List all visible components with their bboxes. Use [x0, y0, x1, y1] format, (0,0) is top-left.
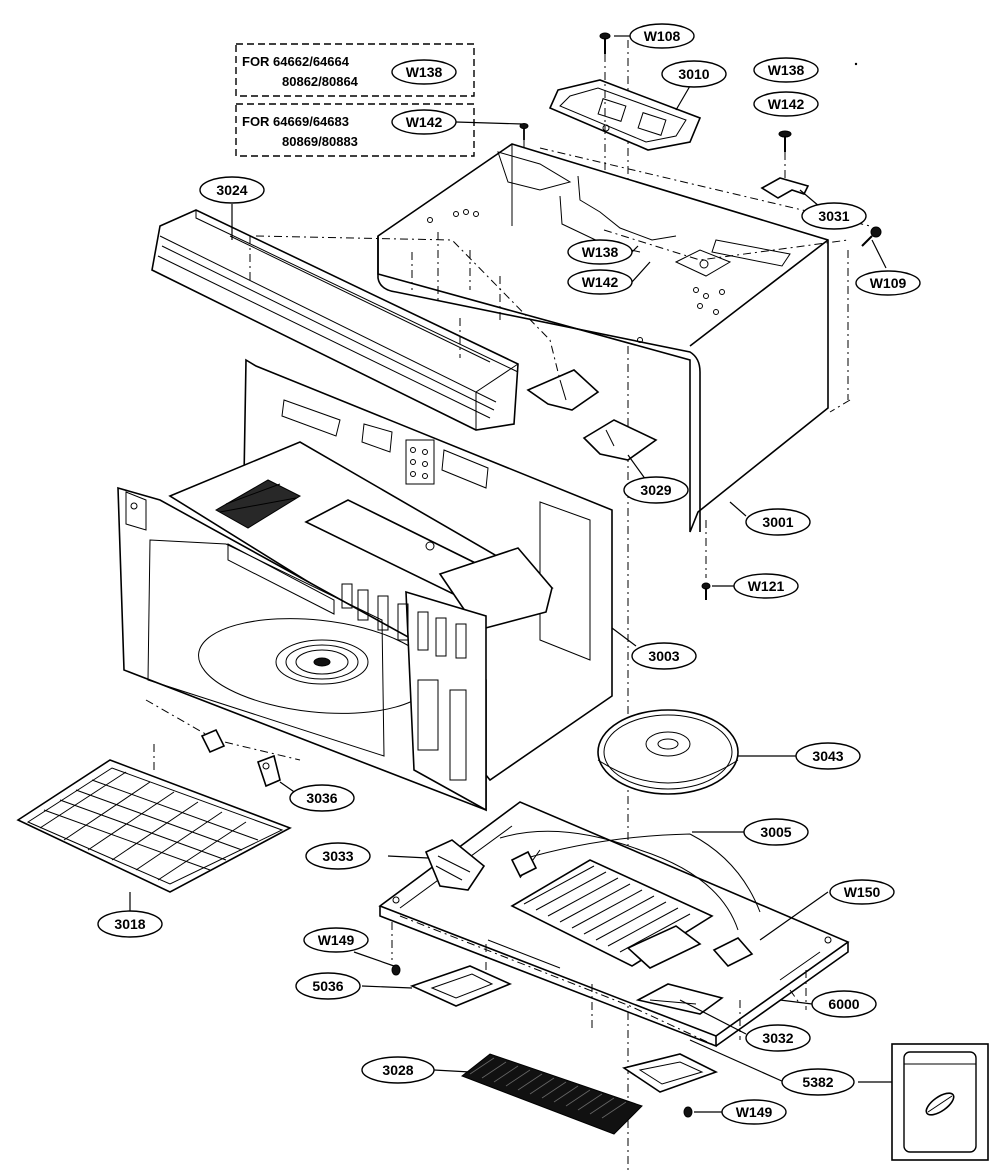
label-w142-top-text: W142 [768, 96, 805, 112]
label-3029-text: 3029 [640, 482, 671, 498]
label-w150-text: W150 [844, 884, 881, 900]
note-box-1: FOR 64662/64664 80862/80864 W138 [235, 43, 475, 97]
part-3003-cavity [117, 358, 613, 812]
part-3028-filter [460, 1053, 643, 1135]
note-2-line2: 80869/80883 [282, 134, 358, 149]
screw-w121 [701, 582, 711, 600]
note-1-oval [391, 59, 457, 85]
label-w142-mid: W142 [567, 261, 651, 295]
label-w149-left-text: W149 [318, 932, 355, 948]
label-w109-text: W109 [870, 275, 907, 291]
part-3031-clip [760, 177, 810, 199]
label-3010: 3010 [661, 60, 727, 111]
part-3033-interlock [424, 839, 486, 891]
label-3028-text: 3028 [382, 1062, 413, 1078]
part-3043-turntable [597, 709, 739, 795]
part-5382-cover [622, 1053, 719, 1093]
screw-w149-right [683, 1106, 693, 1118]
screw-w109 [861, 226, 882, 247]
label-3003: 3003 [611, 627, 697, 670]
label-3036: 3036 [289, 784, 355, 812]
label-w149-left: W149 [303, 927, 395, 967]
label-6000-text: 6000 [828, 996, 859, 1012]
label-3028: 3028 [361, 1056, 435, 1084]
part-5036-cover [409, 965, 513, 1007]
screw-w108 [599, 32, 611, 54]
part-3010-bracket [548, 79, 702, 151]
label-3043-text: 3043 [812, 748, 843, 764]
note-2-line1: FOR 64669/64683 [242, 114, 349, 129]
label-w142-top: W142 [753, 91, 819, 117]
label-5036-text: 5036 [312, 978, 343, 994]
label-6000: 6000 [779, 990, 877, 1018]
label-w138-mid-text: W138 [582, 244, 619, 260]
label-3018: 3018 [97, 910, 163, 938]
label-3024: 3024 [199, 176, 265, 240]
label-w109: W109 [855, 239, 921, 296]
label-5036: 5036 [295, 972, 361, 1000]
note-1-line2: 80862/80864 [282, 74, 359, 89]
note-box-2: FOR 64669/64683 80869/80883 W142 [235, 103, 475, 157]
part-3032-bracket [635, 983, 724, 1015]
label-w138-top: W138 [753, 57, 819, 83]
label-3031-text: 3031 [818, 208, 849, 224]
label-w108-text: W108 [644, 28, 681, 44]
part-3029-clip-lower [582, 419, 658, 461]
label-3031: 3031 [801, 202, 867, 230]
label-3033-text: 3033 [322, 848, 353, 864]
label-3018-text: 3018 [114, 916, 145, 932]
part-small-latch [200, 728, 226, 754]
label-w121: W121 [712, 573, 799, 599]
label-w108: W108 [614, 23, 695, 49]
label-3024-text: 3024 [216, 182, 247, 198]
label-5382: 5382 [781, 1068, 855, 1096]
label-3043: 3043 [795, 742, 861, 770]
note-2-code: W142 [406, 114, 443, 130]
label-3001-text: 3001 [762, 514, 793, 530]
note-1-code: W138 [406, 64, 443, 80]
part-3018-rack [16, 759, 292, 893]
label-3029: 3029 [623, 476, 689, 504]
note-1-line1: FOR 64662/64664 [242, 54, 350, 69]
label-3032-text: 3032 [762, 1030, 793, 1046]
label-3032: 3032 [745, 1024, 811, 1052]
label-w121-text: W121 [748, 578, 785, 594]
part-3036-switch [256, 754, 281, 788]
label-w149-right: W149 [694, 1099, 787, 1125]
label-5382-text: 5382 [802, 1074, 833, 1090]
label-3005: 3005 [692, 818, 809, 846]
part-6000-baseplate [378, 801, 850, 1048]
screw-w142-top [778, 130, 792, 152]
label-3010-text: 3010 [678, 66, 709, 82]
label-3033: 3033 [305, 842, 371, 870]
screw-w149-left [391, 964, 401, 976]
part-3024-grille [151, 209, 519, 431]
label-3036-text: 3036 [306, 790, 337, 806]
part-3001-cabinet [377, 143, 829, 533]
label-w138-mid: W138 [567, 239, 639, 265]
label-w138-top-text: W138 [768, 62, 805, 78]
label-3003-text: 3003 [648, 648, 679, 664]
label-w150: W150 [829, 879, 895, 905]
part-3029-clip-upper [526, 369, 600, 411]
label-w142-mid-text: W142 [582, 274, 619, 290]
label-3001: 3001 [729, 501, 811, 536]
part-bag-inset [891, 1043, 989, 1161]
label-3005-text: 3005 [760, 824, 791, 840]
label-w149-right-text: W149 [736, 1104, 773, 1120]
